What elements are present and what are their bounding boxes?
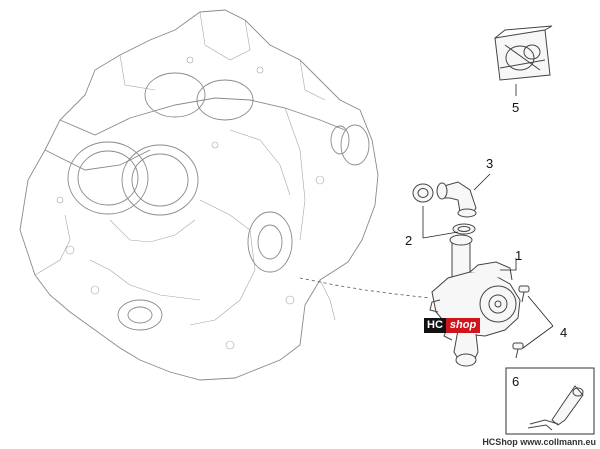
engine-crankcase bbox=[19, 9, 379, 381]
callout-6: 6 bbox=[512, 374, 519, 389]
clamp-box bbox=[505, 367, 595, 435]
o-ring-part bbox=[412, 183, 476, 235]
bolt-part bbox=[512, 285, 530, 359]
footer-credit: HCShop www.collmann.eu bbox=[482, 437, 596, 447]
callout-1: 1 bbox=[515, 248, 522, 263]
hcshop-watermark-logo: HC shop bbox=[424, 318, 481, 333]
callout-2: 2 bbox=[405, 233, 412, 248]
callout-3: 3 bbox=[486, 156, 493, 171]
callout-4: 4 bbox=[560, 325, 567, 340]
hc-logo-text: HC bbox=[424, 318, 446, 333]
water-pump-part bbox=[429, 234, 521, 367]
callout-5: 5 bbox=[512, 100, 519, 115]
assembly-axis-line bbox=[299, 277, 431, 299]
gasket-kit-part bbox=[494, 25, 553, 81]
leader-lines bbox=[422, 84, 554, 349]
shop-logo-text: shop bbox=[445, 318, 481, 333]
elbow-hose-part bbox=[436, 181, 477, 218]
